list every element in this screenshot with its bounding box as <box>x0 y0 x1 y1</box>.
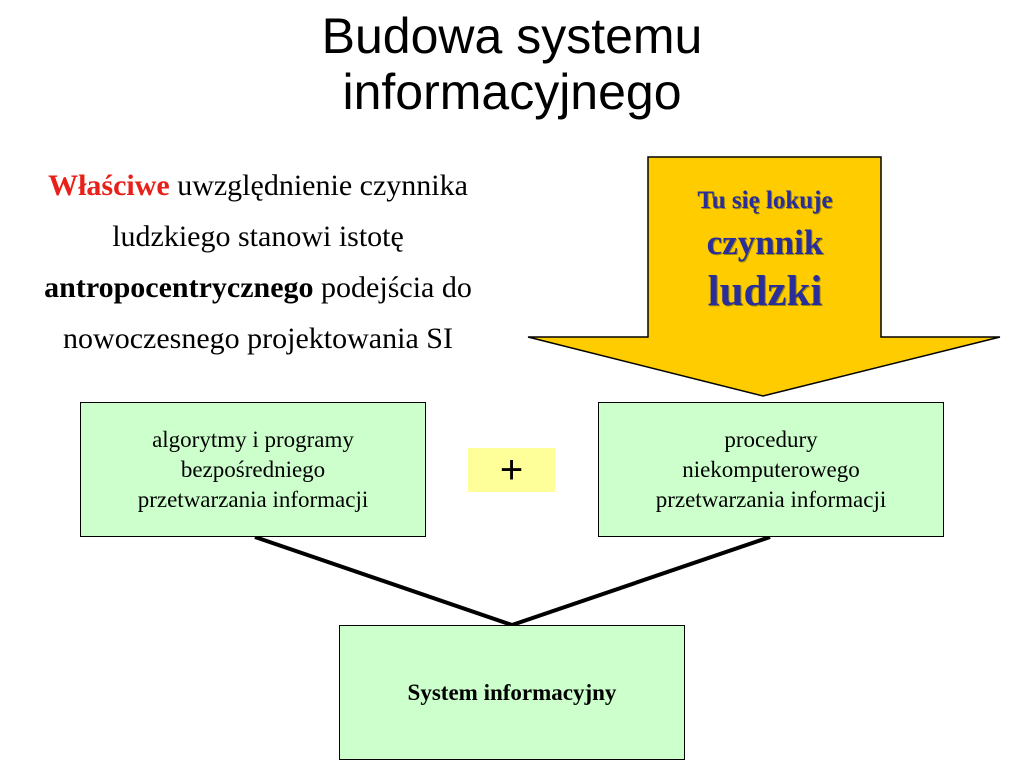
arrow-label-line-2: czynnik <box>706 223 824 262</box>
connector-right <box>511 535 771 627</box>
box-algorithms-programs: algorytmy i programy bezpośredniego prze… <box>80 402 426 537</box>
slide-title-line-1: Budowa systemu <box>321 8 703 64</box>
intro-highlight: Właściwe <box>48 169 170 202</box>
intro-bold: antropocentrycznego <box>44 271 314 304</box>
arrow-label-line-1: Tu się lokuje <box>697 187 833 214</box>
slide-title: Budowa systemu informacyjnego <box>0 8 1024 120</box>
box-right-line-3: przetwarzania informacji <box>655 486 887 512</box>
box-information-system: System informacyjny <box>339 625 685 760</box>
plus-sign: + <box>468 448 555 492</box>
intro-text-1: uwzględnienie czynnika ludzkiego stanowi… <box>112 169 468 253</box>
box-non-computer-procedures: procedury niekomputerowego przetwarzania… <box>598 402 944 537</box>
connector-left <box>254 535 513 627</box>
intro-paragraph: Właściwe uwzględnienie czynnika ludzkieg… <box>18 160 498 364</box>
box-bottom-label: System informacyjny <box>407 679 617 705</box>
box-right-line-2: niekomputerowego <box>682 456 860 482</box>
arrow-label-line-3: ludzki <box>707 268 823 315</box>
box-left-line-3: przetwarzania informacji <box>137 486 369 512</box>
box-left-line-2: bezpośredniego <box>180 456 326 482</box>
slide-title-line-2: informacyjnego <box>342 64 682 120</box>
box-left-line-1: algorytmy i programy <box>152 426 354 452</box>
down-arrow-shape <box>527 156 1001 397</box>
intro-text-2: podejścia do nowoczesnego projektowania … <box>63 271 472 355</box>
box-right-line-1: procedury <box>724 426 818 452</box>
arrow-label: Tu się lokuje czynnik ludzki <box>648 180 882 320</box>
